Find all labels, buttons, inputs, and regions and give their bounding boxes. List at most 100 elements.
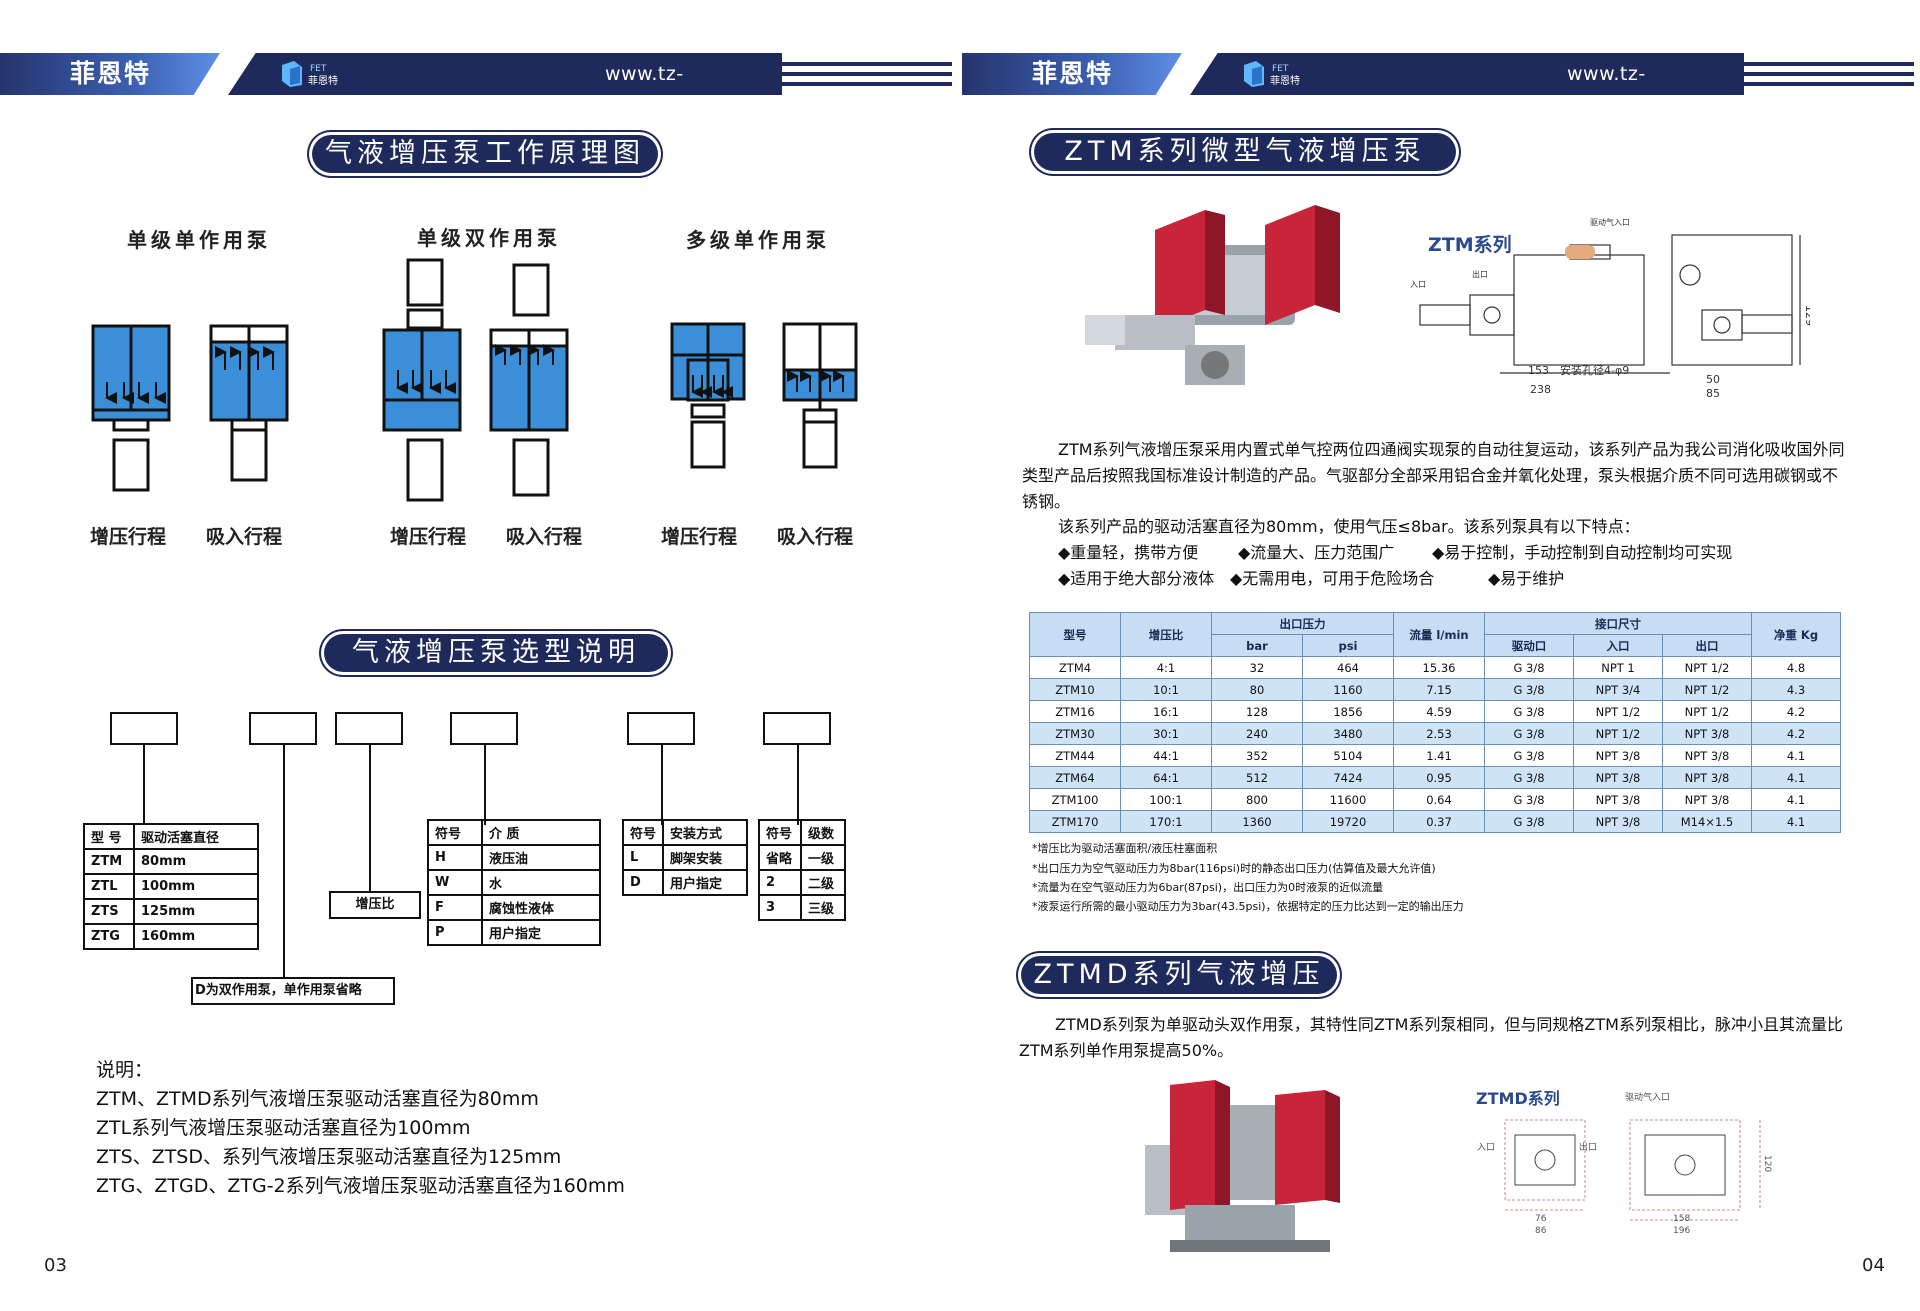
dim-76: 76 bbox=[1535, 1214, 1547, 1224]
diagram-title-single-single: 单级单作用泵 bbox=[127, 228, 271, 252]
spec-cell: 170:1 bbox=[1120, 810, 1212, 833]
spec-cell: 4.3 bbox=[1751, 678, 1841, 701]
double-acting-note: D为双作用泵，单作用泵省略 bbox=[191, 977, 395, 1005]
spec-cell: 100:1 bbox=[1120, 788, 1212, 811]
spec-cell: 4.1 bbox=[1751, 744, 1841, 767]
spec-cell: NPT 3/8 bbox=[1573, 810, 1663, 833]
spec-cell: 64:1 bbox=[1120, 766, 1212, 789]
spec-cell: 7.15 bbox=[1393, 678, 1485, 701]
code-box-ratio bbox=[335, 712, 403, 745]
spec-cell: G 3/8 bbox=[1484, 788, 1574, 811]
spec-cell: ZTM64 bbox=[1029, 766, 1121, 789]
feature-5: ◆无需用电，可用于危险场合 bbox=[1230, 569, 1435, 588]
spec-cell: 512 bbox=[1211, 766, 1303, 789]
spec-cell: 1160 bbox=[1302, 678, 1394, 701]
spec-cell: 10:1 bbox=[1120, 678, 1212, 701]
ztmd-series-title: ZTMD系列气液增压泵 bbox=[1021, 956, 1337, 1028]
spec-cell: ZTM16 bbox=[1029, 700, 1121, 723]
spec-cell: 0.37 bbox=[1393, 810, 1485, 833]
spec-cell: G 3/8 bbox=[1484, 678, 1574, 701]
spec-cell: 44:1 bbox=[1120, 744, 1212, 767]
pump-principle-diagrams bbox=[91, 258, 858, 502]
ztmd-product-photo bbox=[1145, 1080, 1340, 1252]
feature-2: ◆流量大、压力范围广 bbox=[1238, 543, 1395, 562]
label-suction-2: 吸入行程 bbox=[506, 526, 583, 548]
code-box-model bbox=[110, 712, 178, 745]
spec-cell: G 3/8 bbox=[1484, 700, 1574, 723]
note-line-1: ZTM、ZTMD系列气液增压泵驱动活塞直径为80mm bbox=[96, 1088, 539, 1110]
spec-cell: 5104 bbox=[1302, 744, 1394, 767]
spec-cell: 4.2 bbox=[1751, 700, 1841, 723]
spec-cell: ZTM44 bbox=[1029, 744, 1121, 767]
ztm-outlet-label: 出口 bbox=[1472, 269, 1488, 279]
spec-cell: NPT 3/4 bbox=[1573, 678, 1663, 701]
dim-50: 50 bbox=[1706, 373, 1720, 386]
dim-158: 158 bbox=[1673, 1214, 1690, 1224]
ztm-description: ZTM系列气液增压泵采用内置式单气控两位四通阀实现泵的自动往复运动，该系列产品为… bbox=[1022, 440, 1845, 511]
spec-cell: 4.8 bbox=[1751, 656, 1841, 679]
spec-cell: NPT 1/2 bbox=[1662, 656, 1752, 679]
spec-cell: 352 bbox=[1211, 744, 1303, 767]
spec-cell: G 3/8 bbox=[1484, 766, 1574, 789]
diagram-title-single-double: 单级双作用泵 bbox=[417, 226, 561, 250]
spec-cell: 3480 bbox=[1302, 722, 1394, 745]
page-number-left: 03 bbox=[44, 1255, 67, 1276]
spec-cell: 30:1 bbox=[1120, 722, 1212, 745]
spec-cell: G 3/8 bbox=[1484, 722, 1574, 745]
spec-cell: 4:1 bbox=[1120, 656, 1212, 679]
svg-text:FET: FET bbox=[1272, 64, 1289, 74]
spec-cell: 464 bbox=[1302, 656, 1394, 679]
dim-238: 238 bbox=[1530, 383, 1551, 396]
ztmd-drawing-label: ZTMD系列 bbox=[1476, 1089, 1560, 1108]
spec-cell: 1360 bbox=[1211, 810, 1303, 833]
dim-85: 85 bbox=[1706, 387, 1720, 400]
spec-cell: ZTM100 bbox=[1029, 788, 1121, 811]
feature-4: ◆适用于绝大部分液体 bbox=[1058, 569, 1215, 588]
working-principle-title: 气液增压泵工作原理图 bbox=[312, 135, 658, 173]
spec-cell: 128 bbox=[1211, 700, 1303, 723]
spec-cell: 80 bbox=[1211, 678, 1303, 701]
dim-129: 129 bbox=[1803, 305, 1810, 326]
spec-cell: NPT 3/8 bbox=[1662, 722, 1752, 745]
spec-cell: NPT 1/2 bbox=[1662, 700, 1752, 723]
spec-cell: 4.1 bbox=[1751, 788, 1841, 811]
website-url: www.tz-fet.com bbox=[1567, 63, 1646, 127]
spec-cell: 4.1 bbox=[1751, 766, 1841, 789]
dim-153: 153 bbox=[1528, 364, 1549, 377]
ztmd-outlet-label: 出口 bbox=[1579, 1141, 1597, 1153]
code-box-double bbox=[249, 712, 317, 745]
spec-cell: 4.2 bbox=[1751, 722, 1841, 745]
ratio-label: 增压比 bbox=[329, 891, 421, 919]
spec-cell: ZTM170 bbox=[1029, 810, 1121, 833]
header-band bbox=[228, 53, 782, 95]
brand-name: 菲恩特 bbox=[0, 53, 220, 95]
ztmd-description: ZTMD系列泵为单驱动头双作用泵，其特性同ZTM系列泵相同，但与同规格ZTM系列… bbox=[1019, 1015, 1843, 1060]
spec-cell: 240 bbox=[1211, 722, 1303, 745]
spec-cell: NPT 3/8 bbox=[1573, 788, 1663, 811]
ztmd-inlet-label: 入口 bbox=[1477, 1142, 1495, 1153]
spec-cell: NPT 3/8 bbox=[1662, 766, 1752, 789]
notes-title: 说明： bbox=[96, 1059, 154, 1081]
spec-cell: G 3/8 bbox=[1484, 656, 1574, 679]
spec-cell: M14×1.5 bbox=[1662, 810, 1752, 833]
footnote-3: *流量为在空气驱动压力为6bar(87psi)，出口压力为0时液泵的近似流量 bbox=[1032, 881, 1384, 894]
svg-text:FET: FET bbox=[310, 64, 327, 74]
feature-3: ◆易于控制，手动控制到自动控制均可实现 bbox=[1432, 543, 1733, 562]
spec-cell: 4.1 bbox=[1751, 810, 1841, 833]
spec-cell: NPT 1/2 bbox=[1573, 700, 1663, 723]
spec-cell: G 3/8 bbox=[1484, 744, 1574, 767]
spec-cell: 0.95 bbox=[1393, 766, 1485, 789]
ztm-air-in-label: 驱动气入口 bbox=[1590, 217, 1630, 227]
note-line-2: ZTL系列气液增压泵驱动活塞直径为100mm bbox=[96, 1117, 471, 1139]
fet-logo-icon: FET 菲恩特 bbox=[282, 61, 338, 87]
label-compression-2: 增压行程 bbox=[390, 526, 467, 548]
